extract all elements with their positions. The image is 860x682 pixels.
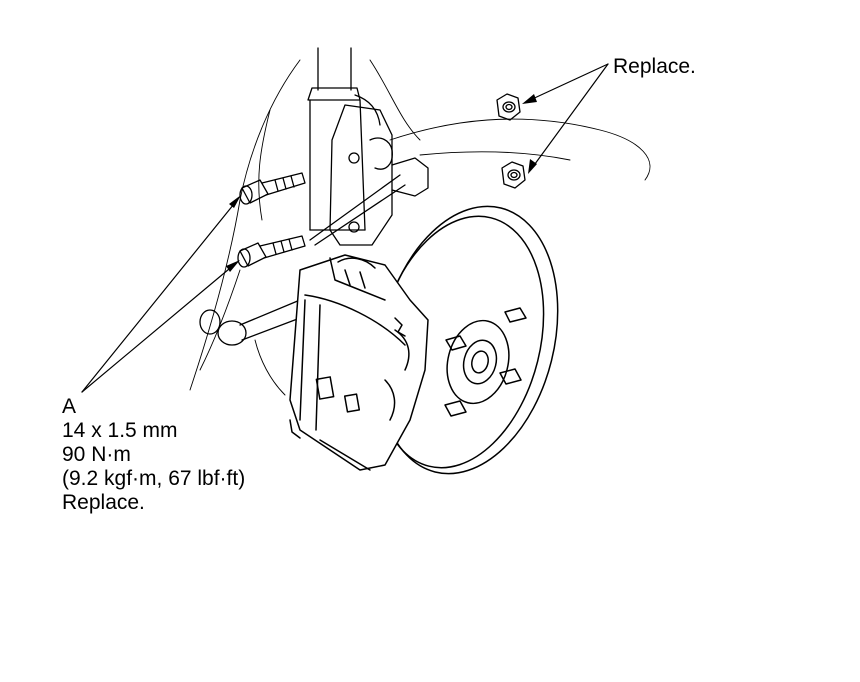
knuckle-background <box>189 59 651 396</box>
nut-lower <box>501 161 526 189</box>
strut-shock <box>307 47 381 231</box>
bolt-a-size: 14 x 1.5 mm <box>62 419 178 442</box>
leader-replace-nuts <box>527 63 609 169</box>
bolt-a-callout: A 14 x 1.5 mm 90 N·m (9.2 kgf·m, 67 lbf·… <box>62 395 245 515</box>
replace-nuts-label: Replace. <box>613 55 696 78</box>
arrowheads <box>226 94 537 272</box>
lower-ball-joint <box>199 299 301 346</box>
bolt-a-lower <box>237 235 306 268</box>
arrowhead-upper-nut <box>522 94 537 104</box>
nut-upper <box>496 93 521 121</box>
arrowhead-bolt-a-upper <box>229 195 241 208</box>
arrowhead-bolt-a-lower <box>226 260 240 272</box>
bolt-a-torque-alt: (9.2 kgf·m, 67 lbf·ft) <box>62 467 246 490</box>
bolt-a-note: Replace. <box>62 491 145 514</box>
bolt-a-torque: 90 N·m <box>62 443 131 466</box>
arrowhead-lower-nut <box>528 159 537 174</box>
bolt-a-letter: A <box>62 395 77 418</box>
brake-caliper <box>289 254 429 471</box>
bolt-a-upper <box>239 172 306 205</box>
leader-bolt-a <box>81 198 239 393</box>
strut-bracket <box>309 104 429 246</box>
brake-rotor <box>375 205 559 475</box>
